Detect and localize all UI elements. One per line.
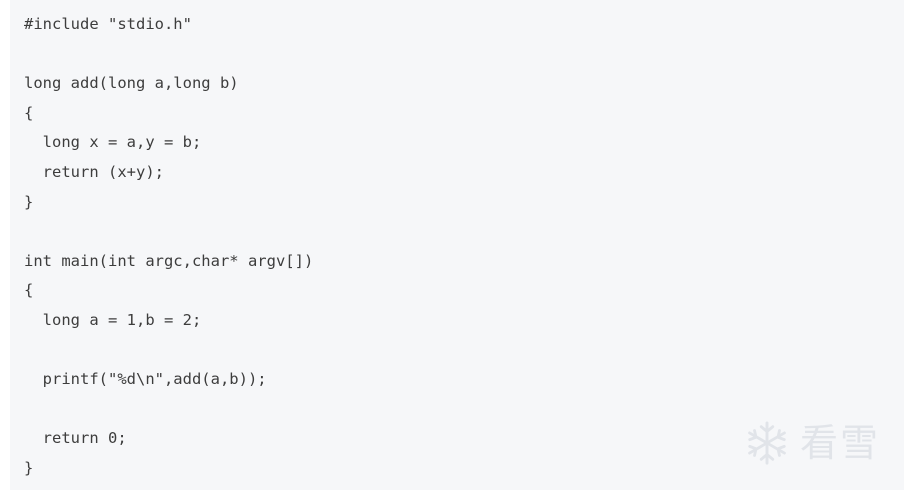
code-line — [24, 40, 904, 70]
code-line: printf("%d\n",add(a,b)); — [24, 370, 267, 389]
code-line: { — [24, 103, 34, 122]
code-line: long a = 1,b = 2; — [24, 310, 202, 329]
code-block-panel: #include "stdio.h" long add(long a,long b… — [10, 0, 904, 490]
code-line: } — [24, 192, 34, 211]
code-line: #include "stdio.h" — [24, 15, 192, 33]
code-line: return 0; — [24, 429, 127, 448]
code-block: #include "stdio.h" long add(long a,long b… — [24, 10, 904, 484]
code-line: return (x+y); — [24, 162, 164, 181]
code-line: int main(int argc,char* argv[]) — [24, 251, 314, 270]
code-line: long x = a,y = b; — [24, 133, 202, 152]
code-line: long add(long a,long b) — [24, 74, 239, 93]
snowflake-icon — [748, 421, 786, 465]
code-line: { — [24, 281, 34, 300]
watermark: 看雪 — [744, 420, 880, 466]
code-line — [24, 336, 904, 366]
code-line — [24, 217, 904, 247]
watermark-text: 看雪 — [799, 421, 880, 465]
code-line: } — [24, 458, 34, 477]
